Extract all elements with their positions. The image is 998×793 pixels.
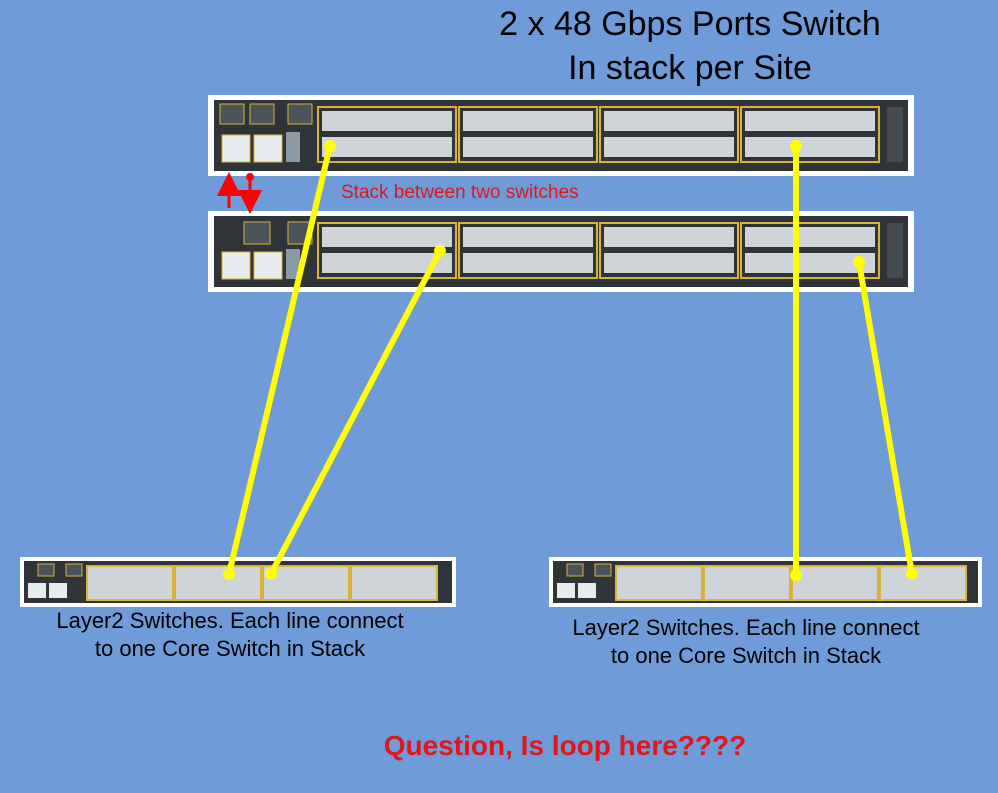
uplink-cables bbox=[226, 145, 915, 576]
core-switch-2-port-banks bbox=[317, 222, 880, 279]
layer2-right-label-line-1: Layer2 Switches. Each line connect bbox=[572, 615, 920, 640]
layer2-right-label: Layer2 Switches. Each line connect to on… bbox=[526, 614, 966, 670]
layer2-right-label-line-2: to one Core Switch in Stack bbox=[610, 643, 882, 668]
layer2-switch-left bbox=[20, 557, 456, 607]
core-switch-1-uplink-area bbox=[219, 103, 313, 163]
core-switch-1-port-banks bbox=[317, 106, 880, 163]
layer2-left-label: Layer2 Switches. Each line connect to on… bbox=[10, 607, 450, 663]
title-line-1: 2 x 48 Gbps Ports Switch bbox=[499, 5, 881, 43]
core-switch-1 bbox=[208, 95, 914, 176]
question-text: Question, Is loop here???? bbox=[383, 730, 747, 761]
layer2-switch-right bbox=[549, 557, 982, 607]
cable-core2-to-left-l2 bbox=[268, 249, 443, 576]
cable-core2-to-right-l2 bbox=[856, 261, 915, 575]
up-down-arrow-icon bbox=[217, 172, 262, 214]
layer2-left-label-line-1: Layer2 Switches. Each line connect bbox=[56, 608, 404, 633]
cable-core1-to-left-l2 bbox=[226, 145, 333, 575]
layer2-left-label-line-2: to one Core Switch in Stack bbox=[94, 636, 366, 661]
title-line-2: In stack per Site bbox=[568, 49, 812, 87]
diagram-title: 2 x 48 Gbps Ports Switch In stack per Si… bbox=[440, 2, 940, 90]
cable-endpoints bbox=[223, 140, 918, 581]
stack-label: Stack between two switches bbox=[341, 182, 579, 203]
